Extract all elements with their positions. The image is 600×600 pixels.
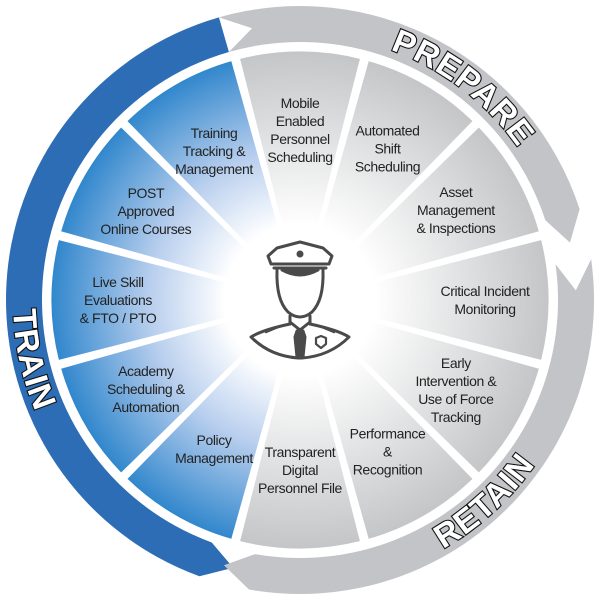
- segment-label-line: Scheduling &: [107, 381, 186, 397]
- segment-label-line: Asset: [439, 184, 473, 200]
- prepare-ring-arrow: [218, 6, 580, 243]
- segment-label-line: Transparent: [265, 444, 336, 460]
- police-officer-icon: [249, 240, 351, 360]
- segment-label-line: Management: [175, 161, 253, 177]
- segment-label-line: POST: [128, 185, 165, 201]
- segment-label-line: Digital: [282, 462, 318, 478]
- segment-shape-train: [123, 348, 283, 543]
- segment-label-line: Use of Force: [418, 391, 494, 407]
- segment-label-line: Evaluations: [84, 292, 152, 308]
- segment-shape-retain: [236, 366, 364, 552]
- segment-label-line: Management: [175, 450, 253, 466]
- segment-label-line: & Inspections: [416, 220, 495, 236]
- segment-label-line: &: [383, 444, 393, 460]
- retain-ring-arrow: [223, 259, 595, 594]
- segment-label-line: Personnel File: [258, 480, 343, 496]
- segment-label-line: Approved: [117, 203, 174, 219]
- segment-label-line: Scheduling: [355, 158, 420, 174]
- segment-shape-prepare: [317, 57, 477, 252]
- segment-label-line: Tracking &: [183, 143, 246, 159]
- segment-shape-train: [57, 317, 252, 477]
- segment-shape-prepare: [236, 48, 364, 234]
- segment-label-line: Critical Incident: [441, 283, 530, 299]
- segment-shape-train: [123, 57, 283, 252]
- segment-label-line: Training: [191, 125, 238, 141]
- segment-label-line: Recognition: [353, 462, 423, 478]
- segment-shape-retain: [348, 317, 543, 477]
- segment-label-line: Shift: [374, 140, 401, 156]
- segment-label-line: Performance: [350, 426, 426, 442]
- segment-label-line: Management: [417, 202, 495, 218]
- segment-label-line: Personnel: [270, 131, 330, 147]
- segment-shape-prepare: [348, 123, 543, 283]
- phase-rings: [6, 6, 595, 594]
- segment-label-line: Online Courses: [100, 221, 191, 237]
- segment-label-line: Automated: [355, 122, 419, 138]
- segment-label: Performance & Recognition: [350, 426, 426, 478]
- segment-shape-train: [48, 236, 234, 364]
- segment-label-line: Mobile: [281, 95, 320, 111]
- segment-shape-train: [57, 123, 252, 283]
- segment-label-line: Policy: [197, 432, 232, 448]
- segment-label-line: Monitoring: [454, 301, 515, 317]
- segment-label-line: Automation: [112, 399, 179, 415]
- segment-label-line: Enabled: [276, 113, 325, 129]
- segment-label-line: Intervention &: [415, 373, 497, 389]
- segment-label-line: Academy: [118, 363, 174, 379]
- train-ring-arrow: [6, 17, 234, 577]
- segment-label-line: & FTO / PTO: [80, 310, 157, 326]
- segment-label-line: Early: [441, 355, 471, 371]
- segment-label-line: Tracking: [431, 409, 481, 425]
- segment-shape-retain: [366, 236, 552, 364]
- segment-label-line: Scheduling: [267, 149, 332, 165]
- segment-label-line: Live Skill: [92, 274, 144, 290]
- segment-shape-retain: [317, 348, 477, 543]
- wheel-segment: Performance & Recognition: [317, 348, 477, 543]
